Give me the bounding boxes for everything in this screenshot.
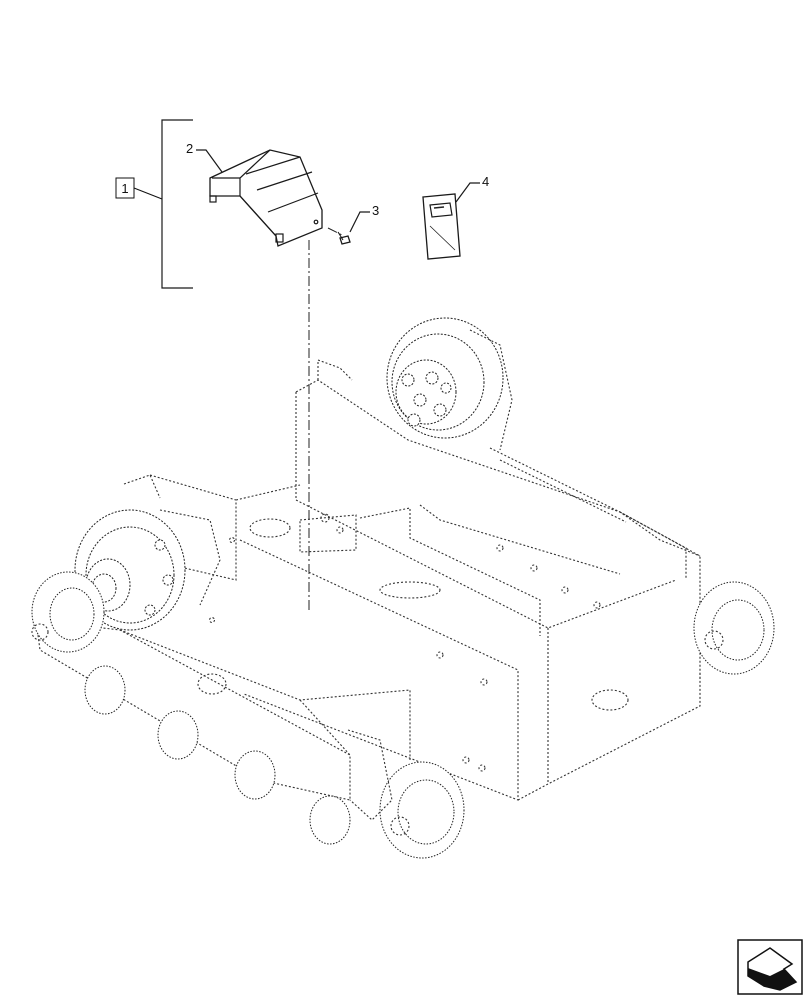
callout-2[interactable]: 2 xyxy=(186,141,223,173)
front-left-idler xyxy=(31,571,105,653)
right-rear-idler xyxy=(693,581,775,675)
callout-1-label: 1 xyxy=(121,181,128,196)
next-page-arrow-icon[interactable] xyxy=(737,939,803,995)
callout-3[interactable]: 3 xyxy=(349,203,379,233)
callout-4[interactable]: 4 xyxy=(455,174,489,203)
decal-plate-part[interactable] xyxy=(422,193,461,260)
left-track-frame xyxy=(35,619,411,845)
callout-1[interactable]: 1 xyxy=(115,177,163,200)
bolt-part[interactable] xyxy=(337,231,351,245)
callout-2-label: 2 xyxy=(186,141,193,156)
rear-left-idler xyxy=(347,729,465,859)
assembly-leader-line xyxy=(327,227,345,237)
kit-bracket xyxy=(161,119,193,289)
callout-4-label: 4 xyxy=(482,174,489,189)
right-drive-sprocket xyxy=(386,317,513,451)
guard-cover-part[interactable] xyxy=(209,149,323,247)
callout-3-label: 3 xyxy=(372,203,379,218)
